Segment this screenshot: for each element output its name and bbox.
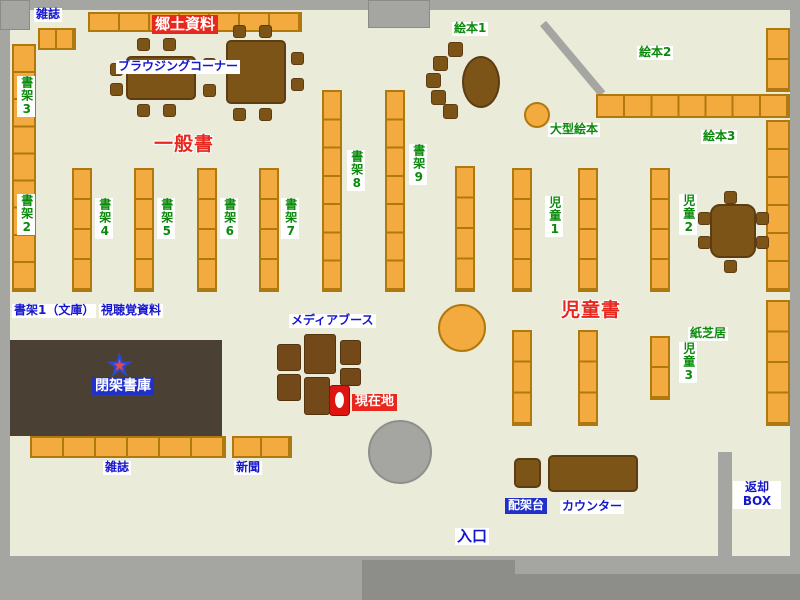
chair — [724, 260, 737, 273]
chair — [698, 212, 711, 225]
chair — [724, 191, 737, 204]
label-iriguchi: 入口 — [455, 527, 490, 546]
shelf-magazine-top — [38, 28, 76, 50]
table-kids-reading — [710, 204, 756, 258]
label-zasshi-bottom: 雑誌 — [103, 460, 132, 475]
wall-segment — [0, 0, 10, 556]
chair — [291, 52, 304, 65]
label-ehon3: 絵本3 — [701, 129, 738, 144]
media-booth-seat — [340, 368, 361, 386]
label-shoka2: 書架2 — [17, 194, 35, 235]
chair — [137, 38, 150, 51]
media-booth-seat — [277, 344, 301, 371]
media-booth-seat — [304, 334, 336, 374]
label-kyodo-shiryo: 郷土資料 — [152, 15, 219, 35]
shelf-right-wall-top — [766, 28, 790, 92]
wall-segment — [0, 0, 30, 30]
chair — [698, 236, 711, 249]
label-counter: カウンター — [560, 499, 625, 514]
shelf-shoka6 — [197, 168, 217, 292]
current-location-marker — [329, 385, 350, 416]
wall-segment — [540, 20, 606, 97]
shelf-right-wall-mid — [766, 120, 790, 292]
shelf-stacks-front-1 — [30, 436, 226, 458]
label-jidosho: 児童書 — [561, 299, 622, 321]
media-booth-seat — [340, 340, 361, 365]
label-jido1: 児童1 — [545, 196, 563, 237]
media-booth-seat — [304, 377, 330, 415]
label-jido2: 児童2 — [679, 194, 697, 235]
wall-segment — [718, 452, 732, 556]
chair — [233, 25, 246, 38]
label-shichokaku-shiryo: 視聴覚資料 — [99, 303, 164, 318]
shelf-stacks-front-2 — [232, 436, 292, 458]
marker-dot — [335, 392, 344, 408]
label-shoka9: 書架9 — [409, 144, 427, 185]
label-zasshi-top: 雑誌 — [34, 7, 63, 22]
shelf-shoka5 — [134, 168, 154, 292]
label-ehon1: 絵本1 — [452, 21, 489, 36]
shelf-jido-lower-1 — [512, 330, 532, 426]
label-shoka3: 書架3 — [17, 76, 35, 117]
chair — [163, 104, 176, 117]
label-ogata-ehon: 大型絵本 — [548, 122, 601, 137]
chair — [203, 84, 216, 97]
label-ippansho: 一般書 — [154, 133, 215, 155]
label-shoka8: 書架8 — [347, 150, 365, 191]
large-picture-book-stand — [524, 102, 550, 128]
chair — [291, 78, 304, 91]
chair — [426, 73, 441, 88]
label-browsing-corner: ブラウジングコーナー — [116, 59, 241, 74]
label-shinbun: 新聞 — [234, 460, 263, 475]
chair — [259, 25, 272, 38]
shelf-top-right — [596, 94, 790, 118]
label-jido3: 児童3 — [679, 342, 697, 383]
chair — [431, 90, 446, 105]
shelf-jido-lower-2 — [578, 330, 598, 426]
label-genzaichi: 現在地 — [352, 394, 398, 411]
chair — [137, 104, 150, 117]
chair — [443, 104, 458, 119]
table-sorting — [514, 458, 541, 488]
label-shoka1-bunko: 書架1（文庫） — [12, 303, 97, 318]
wall-segment — [368, 0, 430, 28]
shelf-jido-upper-2 — [578, 168, 598, 292]
pillar — [368, 420, 432, 484]
shelf-shoka7 — [259, 168, 279, 292]
table-counter — [548, 455, 638, 492]
shelf-center — [455, 166, 475, 292]
round-table — [438, 304, 486, 352]
label-shoka4: 書架4 — [95, 198, 113, 239]
wall-segment — [790, 0, 800, 556]
shelf-shoka9 — [385, 90, 405, 292]
label-media-booth: メディアブース — [289, 313, 376, 328]
shelf-jido-upper-3 — [650, 168, 670, 292]
chair — [756, 236, 769, 249]
label-shoka6: 書架6 — [220, 198, 238, 239]
shelf-right-wall-low — [766, 300, 790, 426]
shelf-jido-upper-1 — [512, 168, 532, 292]
label-heika-shoko: 閉架書庫 — [92, 377, 154, 396]
chair — [756, 212, 769, 225]
label-ehon2: 絵本2 — [637, 45, 674, 60]
chair — [448, 42, 463, 57]
label-kamishibai: 紙芝居 — [688, 326, 729, 341]
table-story-oval — [462, 56, 500, 108]
label-shoka5: 書架5 — [157, 198, 175, 239]
star-icon-inner — [113, 359, 126, 371]
wall-segment — [362, 560, 515, 600]
label-shoka7: 書架7 — [281, 198, 299, 239]
shelf-shoka8 — [322, 90, 342, 292]
chair — [110, 83, 123, 96]
chair — [233, 108, 246, 121]
chair — [433, 56, 448, 71]
shelf-jido-lower-3 — [650, 336, 670, 400]
label-haikadai: 配架台 — [505, 498, 548, 514]
chair — [259, 108, 272, 121]
wall-segment — [515, 574, 800, 600]
media-booth-seat — [277, 374, 301, 401]
chair — [163, 38, 176, 51]
label-henkyaku-box: 返却 BOX — [733, 480, 781, 509]
shelf-shoka4 — [72, 168, 92, 292]
